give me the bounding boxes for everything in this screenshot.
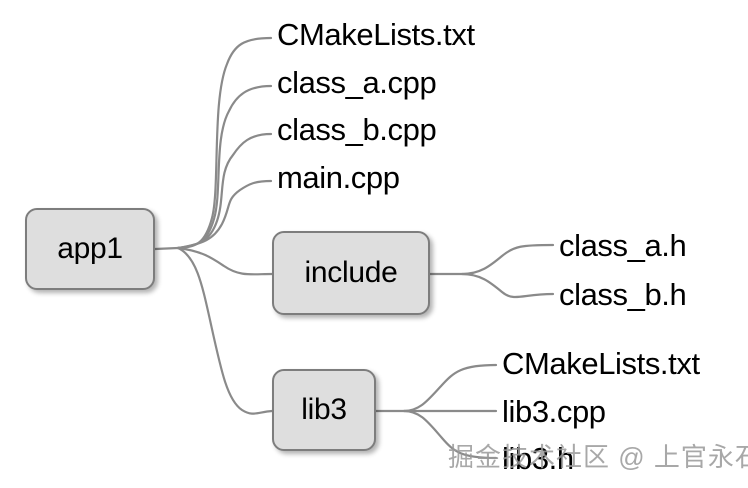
node-label-include: include [304,256,398,289]
leaf-label-include-class-a-h[interactable]: class_a.h [559,228,687,263]
leaf-label-lib3-cpp[interactable]: lib3.cpp [502,394,606,429]
leaf-label-app1-class-a-cpp[interactable]: class_a.cpp [277,65,437,100]
edge-app1-to-include [176,246,274,276]
node-app1[interactable]: app1 [25,208,155,290]
leaf-label-app1-main-cpp[interactable]: main.cpp [277,160,400,195]
leaf-label-app1-class-b-cpp[interactable]: class_b.cpp [277,112,437,147]
watermark: 掘金技术社区 @ 上官永石 [448,442,748,472]
edge-include-to-include-class-a-h [428,243,555,276]
node-label-lib3: lib3 [301,393,347,426]
edge-app1-to-app1-main-cpp [176,179,273,250]
edge-lib3-to-lib3-cmakelists [374,363,498,413]
leaf-label-app1-cmakelists[interactable]: CMakeLists.txt [277,17,475,52]
leaf-label-lib3-cmakelists[interactable]: CMakeLists.txt [502,346,700,381]
leaf-label-include-class-b-h[interactable]: class_b.h [559,277,687,312]
edge-app1-to-app1-class-a-cpp [176,84,273,250]
node-lib3[interactable]: lib3 [272,369,376,451]
leaf-label-lib3-h[interactable]: lib3.h [502,441,574,476]
node-include[interactable]: include [272,231,430,315]
edge-lib3-to-lib3-h [402,409,498,460]
edge-app1-to-app1-cmakelists [153,36,273,251]
node-label-app1: app1 [57,232,123,265]
edge-app1-to-app1-class-b-cpp [176,132,273,250]
edge-app1-to-lib3 [176,246,274,415]
edge-include-to-include-class-b-h [460,272,555,299]
